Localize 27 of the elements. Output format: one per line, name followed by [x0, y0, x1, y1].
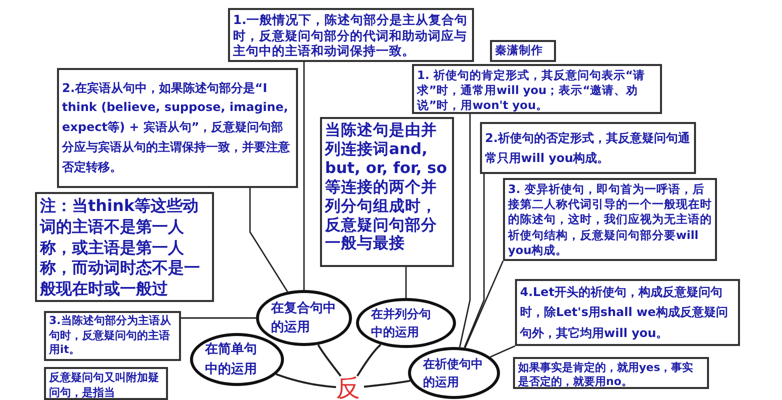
text-box: 1. 祈使句的肯定形式，其反意问句表示“请求”时，通常用will you；表示“邀请、劝说”时，用won't you。	[412, 64, 662, 114]
central-topic: 反	[336, 376, 364, 400]
branch-line	[276, 373, 336, 388]
connector-line	[464, 260, 504, 348]
connector-line	[303, 62, 305, 290]
branch-line	[317, 344, 342, 377]
text-box: 当陈述句是由并列连接词and, but, or, for, so等连接的两个并列分句组成时，反意疑问句部分一般与最接	[320, 117, 454, 267]
topic-ellipse: 在简单句中的运用	[190, 333, 284, 386]
connector-line	[405, 267, 407, 298]
text-box: 1.一般情况下，陈述句部分是主从复合句时，反意疑问句部分的代词和助动词应与主句中的主语和动词保持一致。	[228, 8, 474, 62]
text-box: 注：当think等这些动词的主语不是第一人称，或主语是第一人称，而动词时态不是一般现在时或一般过	[35, 192, 214, 302]
topic-ellipse: 在复合句中的运用	[256, 290, 352, 346]
text-box: 秦潇制作	[490, 40, 556, 62]
connector-line	[459, 114, 471, 348]
text-box: 2.在宾语从句中，如果陈述句部分是“I think (believe, suppose, imagine, expect等) + 宾语从句”，反意疑问句部分应与宾语从句的主谓保持一致，并要注意否定转移。	[57, 68, 298, 188]
text-box: 2.祈使句的否定形式，其反意疑问句通常只用will you构成。	[480, 122, 696, 174]
text-box: 反意疑问句又叫附加疑问句，是指当	[44, 367, 168, 400]
topic-ellipse: 在并列分句中的运用	[356, 298, 456, 348]
connector-line	[464, 174, 485, 348]
topic-ellipse: 在祈使句中的运用	[408, 347, 500, 399]
branch-line	[364, 380, 410, 388]
connector-line	[249, 188, 288, 292]
text-box: 如果事实是肯定的，就用yes，事实是否定的，就要用no。	[513, 357, 709, 389]
text-box: 3.当陈述句部分为主语从句时，反意疑问句的主语用it。	[44, 311, 181, 361]
connector-line	[181, 317, 256, 319]
text-box: 4.Let开头的祈使句，构成反意疑问句时，除Let's用shall we构成反意疑问句外，其它均用will you。	[515, 279, 740, 346]
text-box: 3. 变异祈使句，即句首为一呼语，后接第二人称代词引导的一个一般现在时的陈述句，这时，我们应视为无主语的祈使句结构，反意疑问句部分要will you构成。	[503, 178, 717, 261]
